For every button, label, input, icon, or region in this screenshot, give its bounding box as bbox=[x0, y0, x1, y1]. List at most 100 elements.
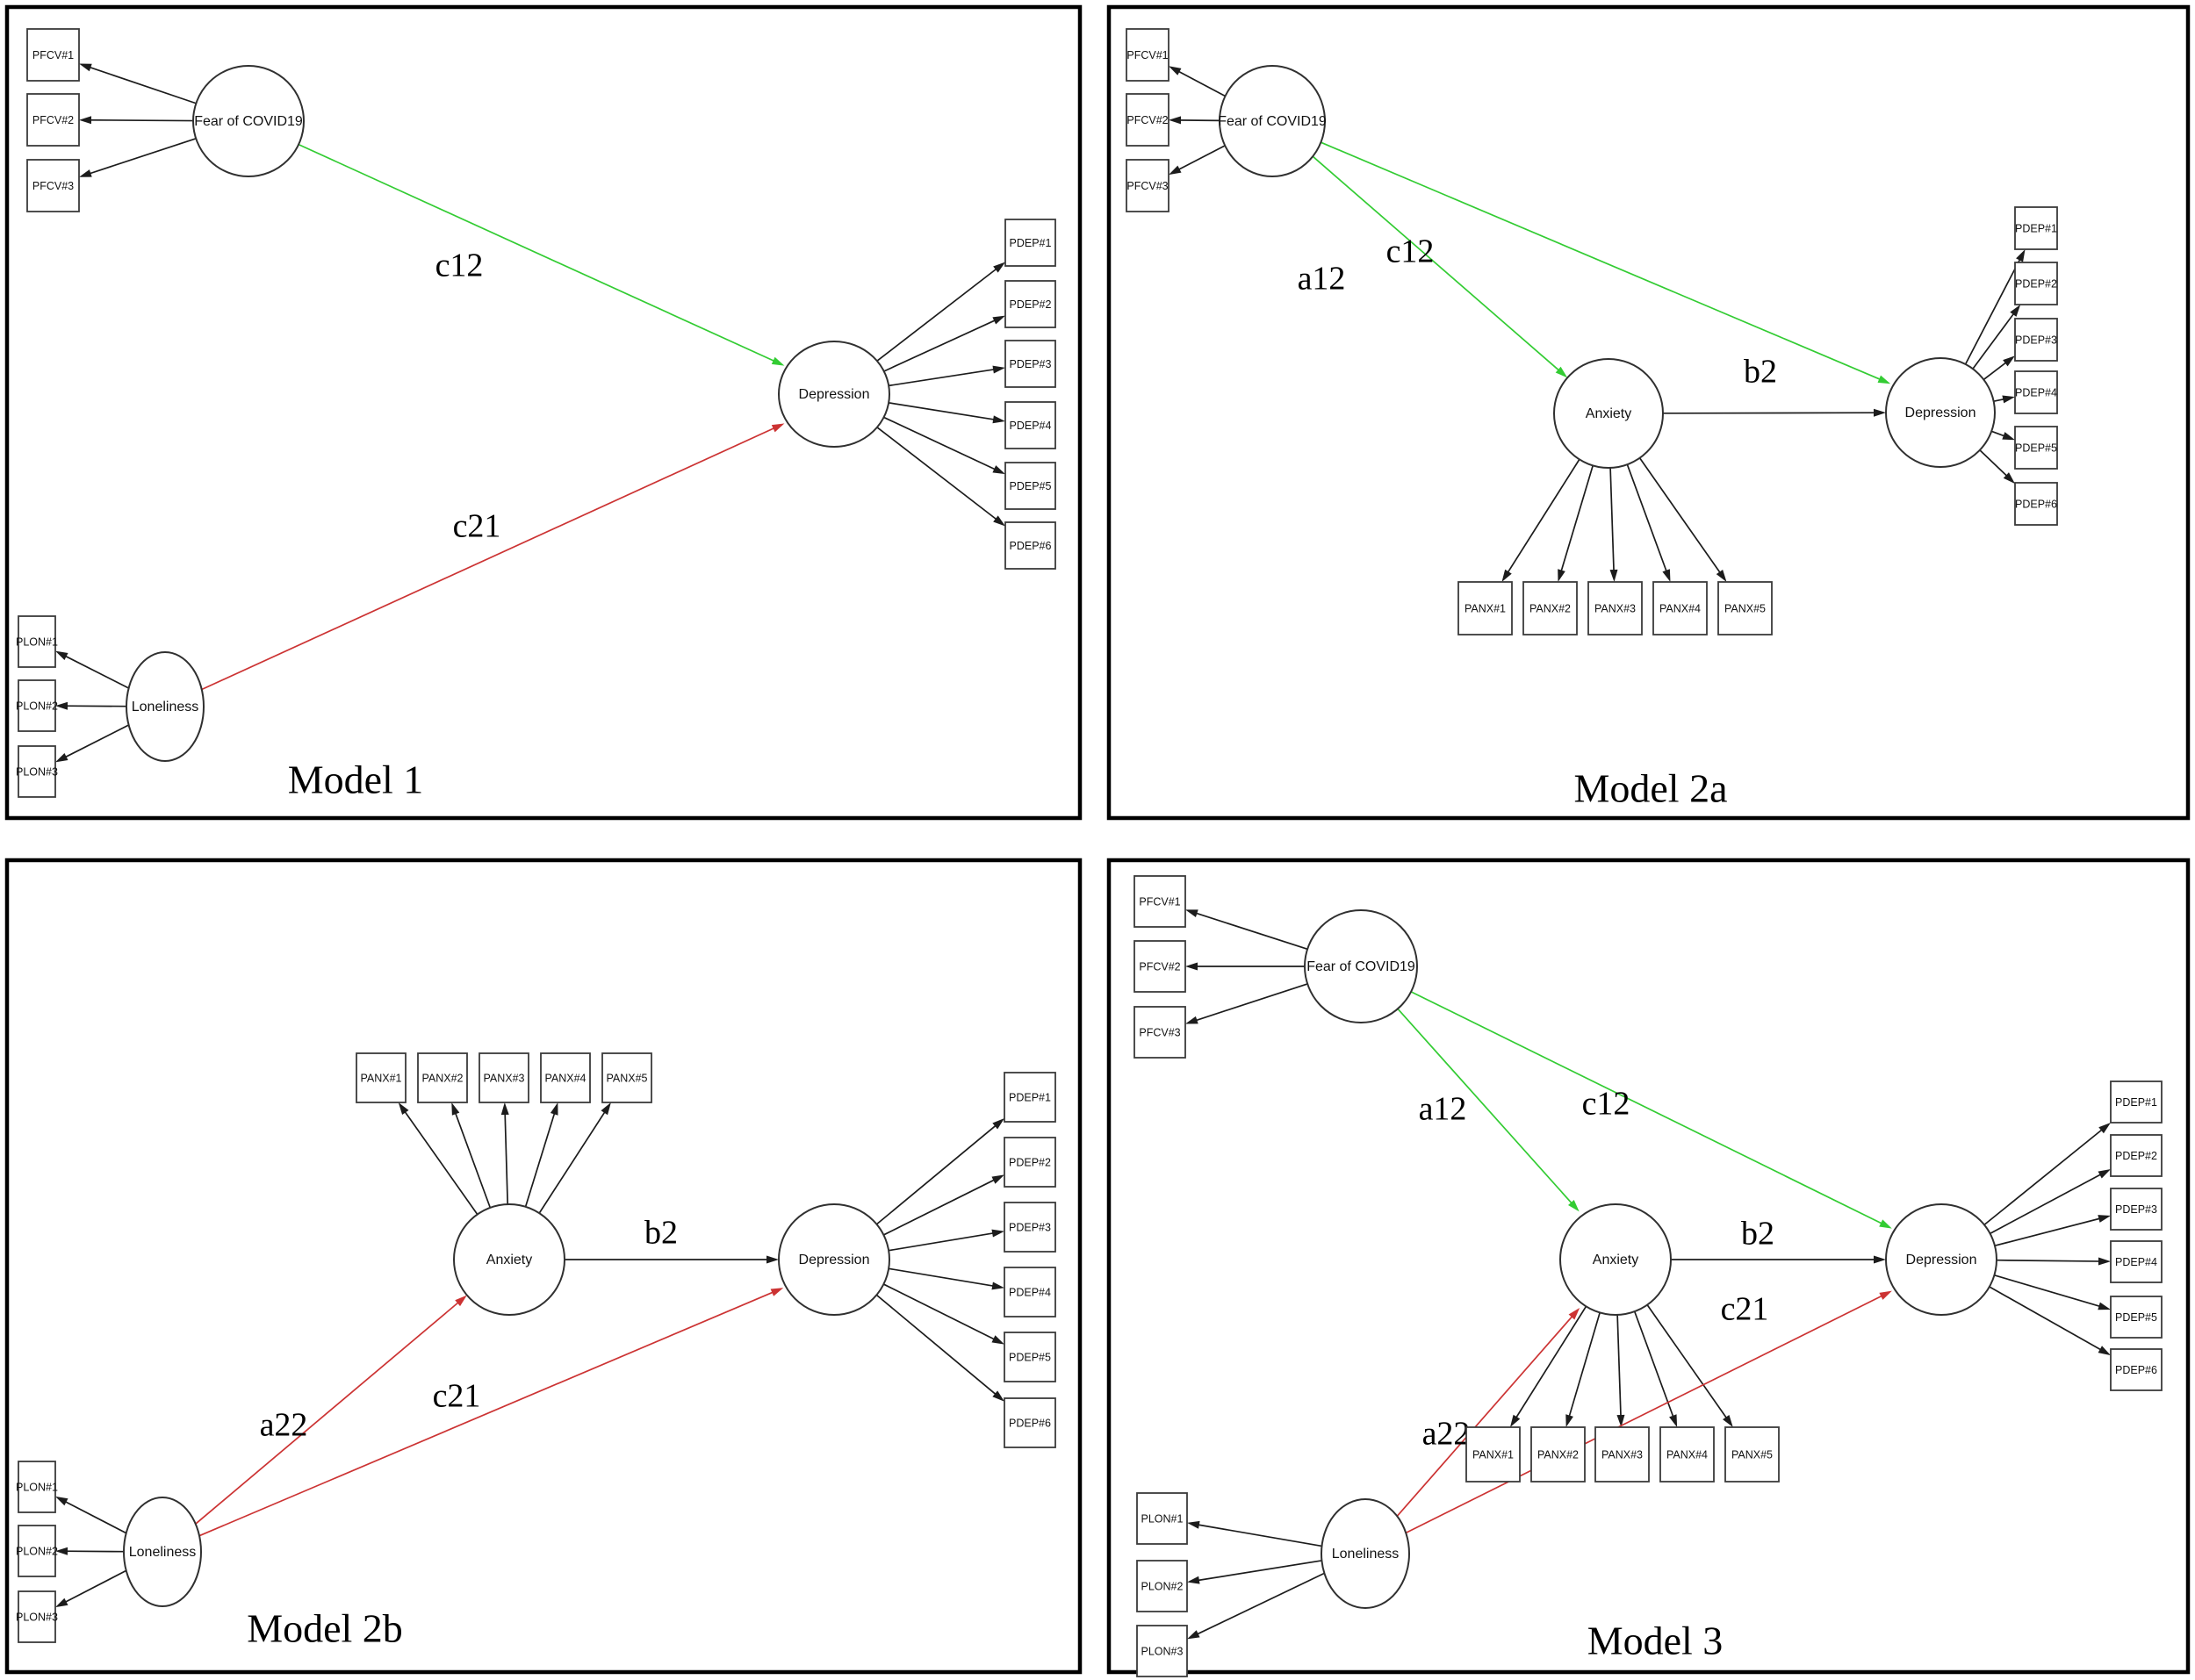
edge-model-2a-fear-dep: c12 bbox=[1321, 141, 1891, 384]
latent-model-1-fear: Fear of COVID19 bbox=[192, 65, 305, 177]
indicator-label-panx5: PANX#5 bbox=[1724, 602, 1766, 614]
indicator-model-2a-pdep5: PDEP#5 bbox=[2014, 426, 2058, 470]
latent-model-3-fear: Fear of COVID19 bbox=[1304, 909, 1418, 1023]
indicator-model-2b-pdep4: PDEP#4 bbox=[1004, 1267, 1056, 1317]
arrowhead-icon bbox=[993, 515, 1005, 527]
latent-model-3-lone: Loneliness bbox=[1321, 1498, 1410, 1609]
edge-line-panx1 bbox=[401, 1108, 479, 1216]
edge-model-2b-lone-dep: c21 bbox=[198, 1288, 784, 1537]
latent-ellipse-lone bbox=[126, 651, 205, 762]
edge-model-2b-lone-anx: a22 bbox=[195, 1295, 467, 1525]
edge-line-pdep3 bbox=[889, 368, 998, 387]
edge-line-panx1 bbox=[1513, 1305, 1587, 1422]
edge-line-panx5 bbox=[1646, 1304, 1730, 1422]
edge-line-panx1 bbox=[1505, 458, 1580, 577]
arrowhead-icon bbox=[2098, 1302, 2111, 1310]
indicator-label-panx4: PANX#4 bbox=[1659, 602, 1701, 614]
indicator-model-2a-pfcv2: PFCV#2 bbox=[1126, 93, 1169, 147]
indicator-label-pfcv1: PFCV#1 bbox=[1126, 49, 1168, 61]
indicator-label-plon2: PLON#2 bbox=[16, 1545, 58, 1557]
edge-line-a12 bbox=[1397, 1008, 1575, 1207]
edge-line-panx4 bbox=[524, 1109, 557, 1208]
edge-line-pdep2 bbox=[1972, 310, 2017, 370]
edge-model-3-dep-pdep3 bbox=[1994, 1215, 2111, 1247]
edge-line-pfcv2 bbox=[86, 118, 194, 122]
edge-model-2a-anx-panx4 bbox=[1626, 463, 1671, 582]
edge-line-c12 bbox=[1410, 991, 1886, 1226]
indicator-box-pdep2 bbox=[1004, 280, 1056, 328]
edge-model-3-fear-pfcv1 bbox=[1185, 909, 1308, 951]
indicator-box-panx2 bbox=[417, 1052, 468, 1103]
indicator-model-3-panx1: PANX#1 bbox=[1465, 1426, 1521, 1483]
latent-label-fear: Fear of COVID19 bbox=[194, 114, 303, 129]
path-label-a22: a22 bbox=[1422, 1416, 1471, 1453]
latent-label-anx: Anxiety bbox=[1593, 1253, 1638, 1267]
indicator-box-pdep5 bbox=[1004, 462, 1056, 510]
indicator-box-pfcv2 bbox=[1126, 93, 1169, 147]
arrowhead-icon bbox=[55, 1597, 68, 1608]
arrowhead-icon bbox=[770, 1288, 784, 1296]
edge-model-3-dep-pdep1 bbox=[1983, 1122, 2111, 1226]
arrowhead-icon bbox=[991, 1174, 1004, 1184]
edge-line-panx3 bbox=[1616, 1314, 1623, 1420]
edge-model-2b-anx-panx1 bbox=[398, 1102, 479, 1216]
edge-line-panx4 bbox=[1626, 463, 1669, 576]
indicator-model-3-pdep4: PDEP#4 bbox=[2110, 1240, 2163, 1283]
edge-line-c12 bbox=[298, 143, 779, 363]
latent-label-dep: Depression bbox=[1906, 1253, 1977, 1267]
arrowhead-icon bbox=[992, 465, 1005, 475]
arrowhead-icon bbox=[992, 315, 1005, 325]
edge-model-2a-anx-panx3 bbox=[1609, 467, 1618, 582]
indicator-box-panx5 bbox=[601, 1052, 652, 1103]
indicator-label-pdep3: PDEP#3 bbox=[2115, 1203, 2157, 1216]
edge-model-2b-anx-panx4 bbox=[524, 1102, 558, 1208]
indicator-label-plon3: PLON#3 bbox=[1141, 1645, 1184, 1657]
indicator-box-pdep4 bbox=[1004, 1267, 1056, 1317]
indicator-box-pdep4 bbox=[2110, 1240, 2163, 1283]
indicator-model-2a-panx5: PANX#5 bbox=[1717, 581, 1773, 635]
edge-model-1-fear-pfcv1 bbox=[79, 63, 197, 104]
indicator-label-pfcv3: PFCV#3 bbox=[32, 180, 74, 192]
edge-model-3-fear-pfcv2 bbox=[1185, 962, 1305, 971]
indicator-label-pdep4: PDEP#4 bbox=[2015, 386, 2057, 398]
indicator-label-panx4: PANX#4 bbox=[544, 1072, 586, 1084]
latent-ellipse-dep bbox=[778, 1203, 890, 1316]
indicator-label-pfcv2: PFCV#2 bbox=[32, 114, 74, 126]
edge-model-2a-fear-pfcv2 bbox=[1169, 116, 1220, 125]
indicator-label-pdep5: PDEP#5 bbox=[2115, 1311, 2157, 1324]
indicator-model-2b-panx1: PANX#1 bbox=[356, 1052, 407, 1103]
indicator-model-1-pdep4: PDEP#4 bbox=[1004, 401, 1056, 449]
indicator-label-pdep3: PDEP#3 bbox=[2015, 334, 2057, 346]
edge-model-2a-anx-panx2 bbox=[1558, 465, 1594, 582]
edge-line-pdep5 bbox=[883, 1283, 998, 1342]
indicator-label-pfcv3: PFCV#3 bbox=[1139, 1026, 1180, 1038]
indicator-box-plon3 bbox=[1136, 1625, 1188, 1677]
indicator-model-1-plon2: PLON#2 bbox=[16, 679, 58, 732]
indicator-model-2a-panx2: PANX#2 bbox=[1522, 581, 1578, 635]
indicator-box-pdep6 bbox=[1004, 521, 1056, 570]
latent-ellipse-dep bbox=[1885, 1203, 1997, 1316]
panel-model-1: c12c21PFCV#1PFCV#2PFCV#3PLON#1PLON#2PLON… bbox=[4, 4, 1083, 821]
edge-model-3-fear-dep: c12 bbox=[1410, 991, 1892, 1229]
indicator-model-3-pfcv3: PFCV#3 bbox=[1133, 1006, 1186, 1059]
path-label-a12: a12 bbox=[1419, 1091, 1467, 1128]
edge-line-pdep1 bbox=[876, 265, 1000, 362]
indicator-box-pfcv3 bbox=[26, 159, 80, 212]
edge-model-2a-dep-pdep6 bbox=[1979, 449, 2015, 485]
indicator-label-pdep3: PDEP#3 bbox=[1009, 1221, 1051, 1233]
edge-model-3-fear-pfcv3 bbox=[1185, 983, 1308, 1024]
indicator-label-pdep1: PDEP#1 bbox=[2015, 222, 2057, 234]
indicator-label-panx5: PANX#5 bbox=[1731, 1448, 1773, 1461]
indicator-model-1-plon1: PLON#1 bbox=[16, 615, 58, 668]
arrowhead-icon bbox=[1662, 569, 1671, 582]
edge-model-2a-dep-pdep1 bbox=[1964, 249, 2026, 365]
latent-label-dep: Depression bbox=[799, 1253, 870, 1267]
arrowhead-icon bbox=[2098, 1122, 2111, 1134]
indicator-box-plon1 bbox=[18, 1461, 56, 1513]
edge-line-plon1 bbox=[61, 653, 129, 689]
edge-line-pfcv1 bbox=[85, 65, 197, 104]
edge-model-3-dep-pdep4 bbox=[1996, 1257, 2111, 1266]
indicator-box-pfcv3 bbox=[1133, 1006, 1186, 1059]
latent-model-3-anx: Anxiety bbox=[1559, 1203, 1672, 1316]
indicator-model-2b-pdep2: PDEP#2 bbox=[1004, 1137, 1056, 1188]
